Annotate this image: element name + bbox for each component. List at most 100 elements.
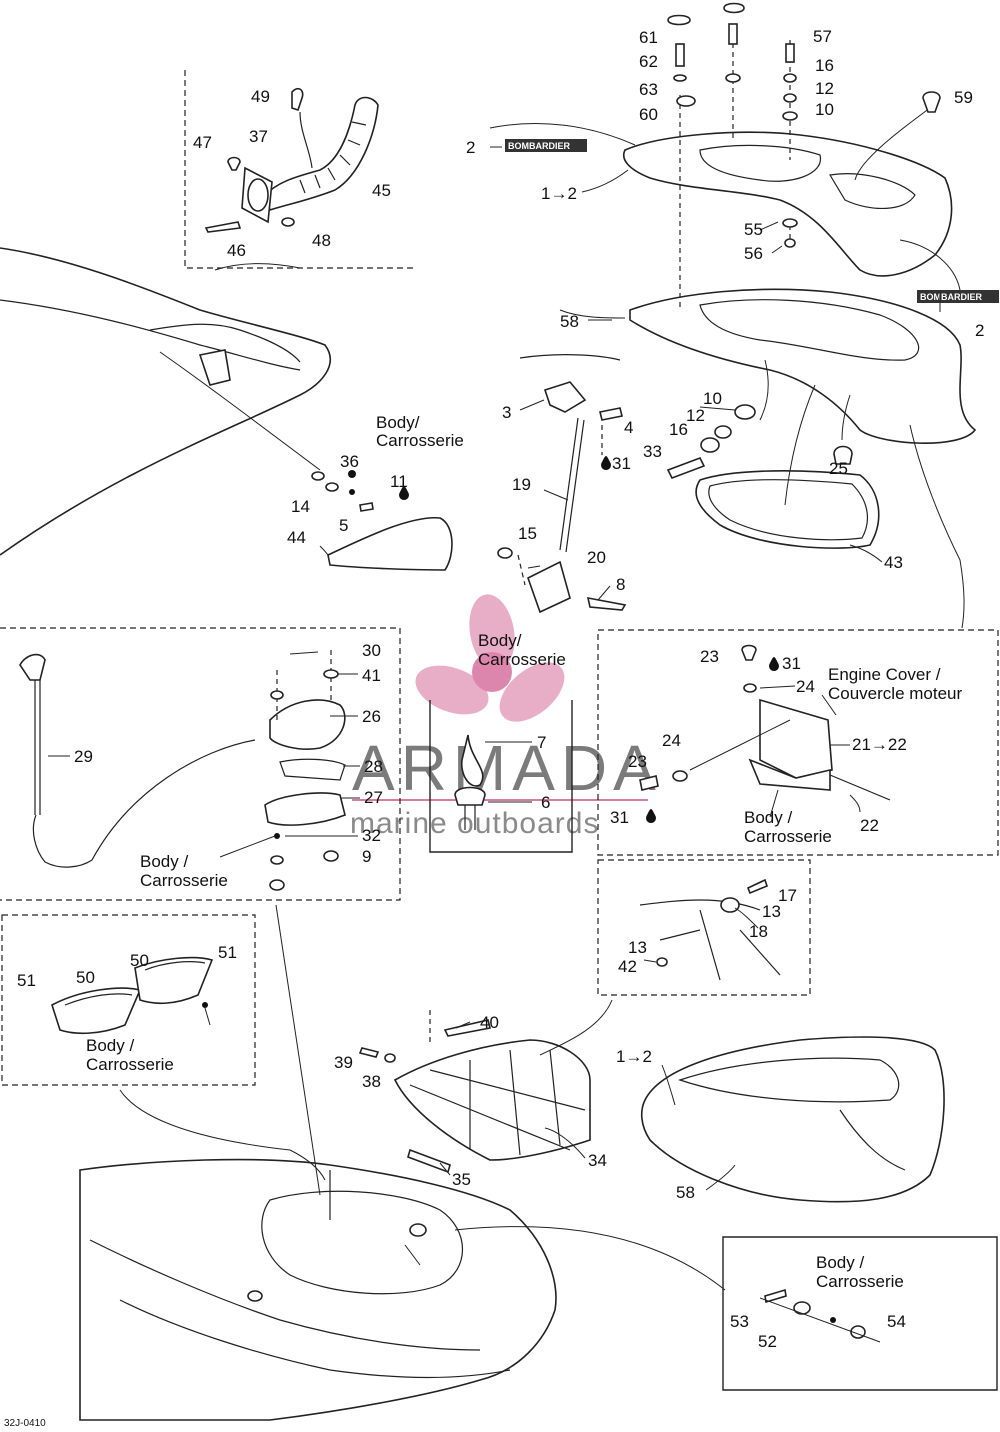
callout: 58 xyxy=(676,1183,695,1202)
callout: 49 xyxy=(251,87,270,106)
bombardier-decal-right: BOMBARDIER xyxy=(917,290,999,303)
callout: 8 xyxy=(616,575,625,594)
callout: 21→22 xyxy=(852,735,907,754)
bombardier-decal-top: BOMBARDIER xyxy=(505,139,587,152)
watermark-tagline: marine outboards xyxy=(350,807,599,840)
callout: 14 xyxy=(291,497,310,516)
callout: 19 xyxy=(512,475,531,494)
callout: 40 xyxy=(480,1013,499,1032)
label-body-1: Body/ xyxy=(376,413,420,432)
storage-tray-inset xyxy=(1,914,256,1086)
callout: 16 xyxy=(669,420,688,439)
grommet-inset xyxy=(722,1236,998,1391)
callout: 24 xyxy=(662,731,681,750)
callout: 35 xyxy=(452,1170,471,1189)
callout: 53 xyxy=(730,1312,749,1331)
callout: 57 xyxy=(813,27,832,46)
vent-hose-inset xyxy=(184,70,415,269)
svg-text:BOMBARDIER: BOMBARDIER xyxy=(508,141,570,151)
callout: 43 xyxy=(884,553,903,572)
callout: 44 xyxy=(287,528,306,547)
callout: 27 xyxy=(364,788,383,807)
grab-handle-parts xyxy=(311,470,453,571)
callout-numbers: 61 62 63 60 57 16 12 10 59 2 1→2 55 56 2… xyxy=(17,27,984,1351)
callout: 45 xyxy=(372,181,391,200)
label-engine-cover: Engine Cover / xyxy=(828,665,941,684)
callout: 42 xyxy=(618,957,637,976)
body-labels: Body/ Carrosserie Body/ Carrosserie Engi… xyxy=(86,413,963,1291)
document-code: 32J-0410 xyxy=(4,1418,46,1429)
callout: 60 xyxy=(639,105,658,124)
callout: 51 xyxy=(17,971,36,990)
callout: 56 xyxy=(744,244,763,263)
callout: 50 xyxy=(130,951,149,970)
callout: 15 xyxy=(518,524,537,543)
callout: 10 xyxy=(703,389,722,408)
callout: 17 xyxy=(778,886,797,905)
label-body-6: Body / xyxy=(816,1253,864,1272)
callout: 28 xyxy=(364,757,383,776)
watermark-brand: ARMADA xyxy=(352,732,662,804)
fastener-inset xyxy=(597,859,811,996)
callout: 20 xyxy=(587,548,606,567)
platform-and-cover xyxy=(358,999,945,1203)
callout: 54 xyxy=(887,1312,906,1331)
callout: 61 xyxy=(639,28,658,47)
callout: 31 xyxy=(612,454,631,473)
callout: 7 xyxy=(537,733,546,752)
engine-cover-bracket-inset xyxy=(597,629,999,856)
callout: 24 xyxy=(796,677,815,696)
callout: 1→2 xyxy=(541,184,577,203)
callout: 2 xyxy=(466,138,475,157)
sealant-drop-icon xyxy=(769,657,780,671)
label-body-fr-3: Carrosserie xyxy=(744,827,832,846)
callout: 11 xyxy=(390,472,408,491)
callout: 13 xyxy=(628,938,647,957)
hull-rear-upper xyxy=(0,247,331,556)
callout: 23 xyxy=(628,752,647,771)
callout: 46 xyxy=(227,241,246,260)
callout: 23 xyxy=(700,647,719,666)
callout: 26 xyxy=(362,707,381,726)
label-body-5: Body / xyxy=(86,1036,134,1055)
callout: 31 xyxy=(782,654,801,673)
label-body-fr-6: Carrosserie xyxy=(816,1272,904,1291)
label-body-fr-5: Carrosserie xyxy=(86,1055,174,1074)
callout: 12 xyxy=(815,79,834,98)
callout: 52 xyxy=(758,1332,777,1351)
callout: 10 xyxy=(815,100,834,119)
label-body-fr-1: Carrosserie xyxy=(376,431,464,450)
latch-inset xyxy=(0,627,401,901)
callout: 41 xyxy=(362,666,381,685)
callout: 34 xyxy=(588,1151,607,1170)
label-body-fr-2: Carrosserie xyxy=(478,650,566,669)
callout: 18 xyxy=(749,922,768,941)
callout: 62 xyxy=(639,52,658,71)
sealant-drop-icon xyxy=(399,486,409,500)
callout: 63 xyxy=(639,80,658,99)
hull-bottom xyxy=(79,904,726,1421)
callout: 39 xyxy=(334,1053,353,1072)
callout: 47 xyxy=(193,133,212,152)
callout: 30 xyxy=(362,641,381,660)
callout: 25 xyxy=(829,459,848,478)
callout-leaders xyxy=(48,146,941,1191)
propeller-icon xyxy=(415,594,565,722)
callout: 4 xyxy=(624,418,633,437)
sealant-drop-icon xyxy=(646,809,657,823)
callout: 12 xyxy=(686,406,705,425)
callout: 59 xyxy=(954,88,973,107)
center-linkage-parts xyxy=(497,359,965,629)
rear-cover-assembly xyxy=(489,2,977,444)
callout: 29 xyxy=(74,747,93,766)
callout: 9 xyxy=(362,847,371,866)
sealant-drop-icon xyxy=(601,456,611,470)
callout: 50 xyxy=(76,968,95,987)
callout: 58 xyxy=(560,312,579,331)
label-engine-cover-fr: Couvercle moteur xyxy=(828,684,963,703)
callout: 51 xyxy=(218,943,237,962)
callout: 6 xyxy=(541,793,550,812)
callout: 22 xyxy=(860,816,879,835)
callout: 3 xyxy=(502,403,511,422)
